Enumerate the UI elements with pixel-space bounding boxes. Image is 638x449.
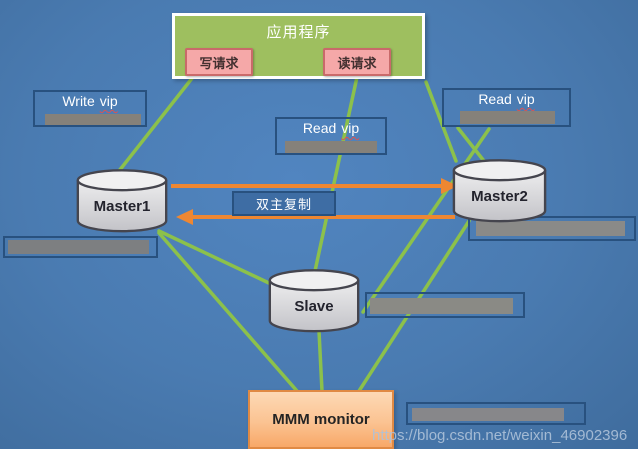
csdn-watermark: https://blog.csdn.net/weixin_46902396 [372,427,628,444]
read-request-button: 读请求 [323,48,391,76]
line-master1-to-slave [157,229,273,286]
vip-suffix: vip [516,91,535,107]
master1-host-box [3,236,158,258]
line-master1-to-monitor [157,231,299,393]
slave-host-box [365,292,525,318]
monitor-host-box [406,402,586,425]
vip-suffix: vip [341,120,360,136]
slave-database-cylinder: Slave [267,268,361,334]
mmm-monitor-box: MMM monitor [248,390,394,449]
master2-host-box [468,216,636,241]
write-request-button: 写请求 [185,48,253,76]
cylinder-icon [76,169,168,233]
application-title: 应用程序 [266,24,331,41]
vip-suffix: vip [99,93,118,109]
redacted-ip-bar [285,141,377,153]
master1-database-cylinder: Master1 [75,168,169,234]
slave-label: Slave [294,298,334,315]
master1-label: Master1 [93,198,151,215]
cylinder-icon [268,269,360,333]
arrowhead-left-icon [176,209,193,225]
master2-label: Master2 [471,188,528,205]
line-slave-to-monitor [317,329,324,393]
redacted-host-bar [476,221,625,236]
application-box: 应用程序 写请求 读请求 [172,13,425,79]
vip-word: Read [302,120,337,136]
line-app-to-master2 [424,80,458,163]
line-read-vip-to-master2 [456,126,486,163]
redacted-host-bar [370,298,513,314]
dual-master-replication-label: 双主复制 [232,191,336,216]
redacted-ip-bar [460,111,555,124]
master2-database-cylinder: Master2 [451,158,548,224]
line-write-request-to-master1 [117,75,195,173]
arrowhead-right-icon [441,178,458,194]
cylinder-icon [452,159,547,223]
line-read-vip-to-slave [361,127,491,314]
vip-word: Read [478,91,512,107]
redacted-host-bar [412,408,564,421]
vip-word: Write [62,93,95,109]
redacted-ip-bar [45,114,141,125]
redacted-host-bar [8,240,149,254]
line-read-request-to-slave [313,75,359,273]
